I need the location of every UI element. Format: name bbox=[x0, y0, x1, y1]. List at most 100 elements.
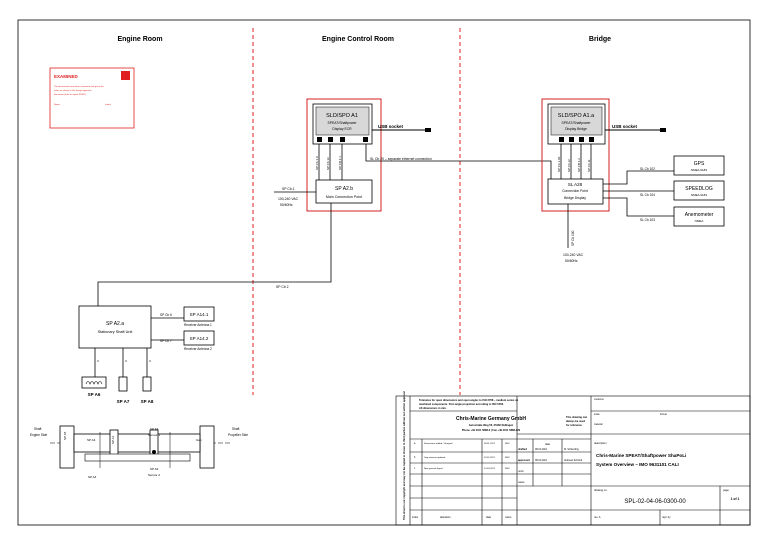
zone-title-engine-room: Engine Room bbox=[117, 36, 162, 43]
confidential-3: for reference bbox=[566, 423, 582, 427]
anemo-sub: NMEA bbox=[695, 219, 704, 223]
confidential-1: This drawing can bbox=[566, 415, 588, 419]
stamp-date-label: Latest bbox=[105, 103, 111, 106]
shaft-left-side: Engine Side bbox=[30, 433, 47, 437]
ant2-title: SP A14.2 bbox=[190, 336, 209, 341]
stamp-logo-icon bbox=[121, 71, 130, 80]
shaft-s2-sub: Sensor 2 bbox=[148, 473, 160, 477]
sensor-cable-num-1: 3 bbox=[97, 359, 99, 363]
shaft-s2-title: SP A9 bbox=[150, 467, 159, 471]
sheet-border bbox=[17, 19, 751, 526]
alteration-col-label: alteration bbox=[440, 515, 451, 519]
shaft-left-label: Shaft bbox=[34, 427, 42, 431]
approved-label: approved bbox=[518, 458, 530, 462]
main-cp-title: SP A2.b bbox=[335, 186, 353, 192]
stationary-subtitle: Stationary Shaft Unit bbox=[98, 330, 134, 334]
drawing-no: SPL-02-04-06-0300-00 bbox=[624, 499, 686, 505]
shaft-ring: SP A1 bbox=[111, 435, 115, 444]
stationary-shaft-unit: SP A2.a Stationary Shaft Unit bbox=[78, 305, 152, 349]
shaft-a3: SP A3 bbox=[87, 438, 96, 442]
shaft-s1-sub: Sensor 1 bbox=[148, 433, 160, 437]
rev-c-date: 10.04.2021 bbox=[484, 468, 496, 470]
ecr-port-1: SP Cb 1.0 bbox=[315, 156, 319, 170]
rev-b-index: b bbox=[414, 456, 416, 459]
sensor-a6: SP A6 bbox=[81, 376, 107, 397]
approved-date: 08.01.2021 bbox=[535, 459, 548, 462]
main-cp-subtitle: Main Connection Point bbox=[326, 195, 362, 199]
rev-a-index: a bbox=[414, 442, 416, 445]
stamp-line-2: notes as shown in the design approval bbox=[54, 89, 92, 92]
bridge-port-2: SP Cb 12 bbox=[567, 159, 571, 172]
bridge-display-title: SLD/SPO A1.a bbox=[558, 113, 595, 119]
page-label: page bbox=[723, 489, 729, 492]
name-label: name bbox=[518, 481, 525, 484]
drafted-date: 08.01.2021 bbox=[535, 448, 548, 451]
ant1-cable: SP Cb 6 bbox=[160, 313, 172, 317]
stamp-line-3: document (refer to report 3/2021) bbox=[54, 93, 86, 96]
description-title-1: Chris-Marine SPEAT/Shaftpower ShaPoLi bbox=[596, 453, 686, 458]
material-label: material bbox=[594, 423, 603, 426]
tolerance-line-1: Tolerance for open dimensions and open a… bbox=[419, 398, 519, 402]
description-title-2: System Overview – IMO 9631101 CALI bbox=[596, 462, 679, 467]
bridge-cp-power-spec: 100-240 VAC bbox=[563, 253, 584, 257]
tolerance-line-2: machined components. First angle project… bbox=[419, 402, 504, 406]
gps-cable: SL Cb 102 bbox=[640, 167, 655, 171]
shaft-right-label: Shaft bbox=[232, 427, 240, 431]
main-cp-power-cable: SP Cb.1 bbox=[282, 187, 295, 191]
link-cable-label: SP Cb 2 bbox=[276, 285, 289, 289]
bridge-cp-line2: Connection Point bbox=[562, 189, 588, 193]
bridge-cp-power-freq: 50/60Hz bbox=[565, 259, 578, 263]
bridge-port-4: SP Cb 11 bbox=[587, 159, 591, 172]
bridge-display: SLD/SPO A1.a SPEAT/Shaftpower Display Br… bbox=[547, 103, 606, 145]
rev-c-index: c bbox=[414, 467, 416, 470]
antenna-1: SP A14.1 Receiver Antenna 1 bbox=[183, 306, 215, 327]
ecr-display-line3: Display ECR bbox=[332, 127, 352, 131]
rev-b-date: 02.02.2021 bbox=[484, 457, 496, 459]
name-col-label: name bbox=[505, 516, 512, 519]
speedlog-sub: NMEA 0183 bbox=[691, 193, 707, 197]
stamp-title: EXAMINED bbox=[54, 74, 79, 79]
format-label: format bbox=[660, 413, 667, 416]
drawing-no-label: drawing no. bbox=[594, 488, 608, 492]
zone-title-bridge: Bridge bbox=[589, 36, 611, 43]
index-col-label: index bbox=[412, 515, 419, 519]
zone-title-ecr: Engine Control Room bbox=[322, 36, 394, 43]
tolerance-line-3: All dimensions in mm. bbox=[419, 406, 447, 410]
scale-label: scale bbox=[594, 413, 600, 416]
rev-a-date: 09.01.2021 bbox=[484, 443, 496, 445]
gps-device: GPS NMEA 0183 bbox=[673, 155, 725, 176]
stamp-line-1: The documents have been examined and giv… bbox=[54, 85, 105, 88]
coil-icon bbox=[85, 381, 103, 385]
shaft-gap: Gap bbox=[196, 438, 202, 442]
drafted-name: M. Schierding bbox=[564, 448, 579, 451]
gps-name: GPS bbox=[694, 161, 705, 167]
rev-label: rev. A bbox=[594, 515, 601, 519]
main-cp-power-freq: 50/60Hz bbox=[280, 203, 293, 207]
sensor-a7: SP A7 bbox=[117, 376, 130, 404]
stamp-name-label: Name bbox=[54, 104, 61, 106]
rev-b-desc: Gap antenna updated bbox=[424, 456, 446, 459]
page-value: 1 of 1 bbox=[731, 497, 740, 501]
bridge-cp-line3: Bridge Display bbox=[564, 196, 586, 200]
title-block-side-note: This sheet is our copyright and may not … bbox=[402, 391, 406, 520]
ecr-port-3: SP CB 4.1 bbox=[338, 156, 342, 170]
repl-label: repl. by bbox=[662, 515, 671, 519]
sensor-a7-label: SP A7 bbox=[117, 399, 130, 404]
gps-sub: NMEA 0183 bbox=[691, 168, 707, 172]
rev-c-desc: New general layout bbox=[424, 467, 443, 470]
bridge-port-1: SP Cb 1.06 bbox=[557, 156, 561, 172]
shaft-drawing: Shaft Engine Side Shaft Propeller Side S… bbox=[30, 425, 248, 479]
date-col-label: date bbox=[486, 515, 492, 519]
customer-label: customer bbox=[594, 398, 604, 401]
sensor-a8-label: SP A8 bbox=[141, 399, 154, 404]
bridge-cp-power-cable: SP Cb 100 bbox=[571, 230, 575, 246]
antenna-2: SP A14.2 Receiver Antenna 2 bbox=[183, 330, 215, 351]
sensor-cable-num-2: 3 bbox=[125, 359, 127, 363]
rev-b-name: MSC bbox=[505, 457, 510, 459]
shaft-a5: SP A5 bbox=[63, 431, 67, 440]
bridge-display-line2: SPEAT/Shaftpower bbox=[562, 121, 592, 125]
ant2-sub: Receiver Antenna 2 bbox=[184, 347, 212, 351]
drafted-label: drafted bbox=[518, 447, 527, 451]
main-cp-power-spec: 100-240 VAC bbox=[278, 197, 299, 201]
